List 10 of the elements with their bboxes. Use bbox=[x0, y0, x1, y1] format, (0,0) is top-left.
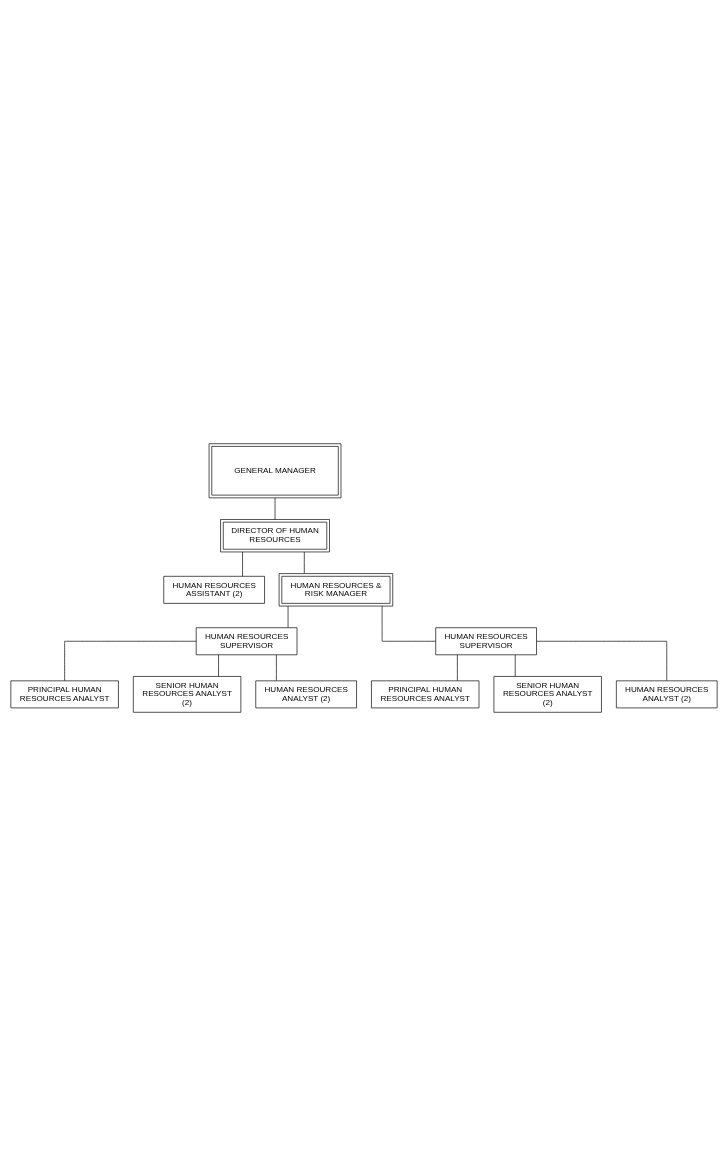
connector bbox=[536, 640, 668, 682]
connector bbox=[242, 551, 243, 577]
connector bbox=[381, 605, 436, 642]
connector bbox=[514, 654, 516, 677]
connector bbox=[274, 497, 276, 520]
connector bbox=[303, 551, 305, 574]
connector bbox=[276, 654, 277, 682]
connector bbox=[457, 654, 458, 682]
connector bbox=[218, 654, 219, 677]
connector bbox=[64, 640, 197, 682]
